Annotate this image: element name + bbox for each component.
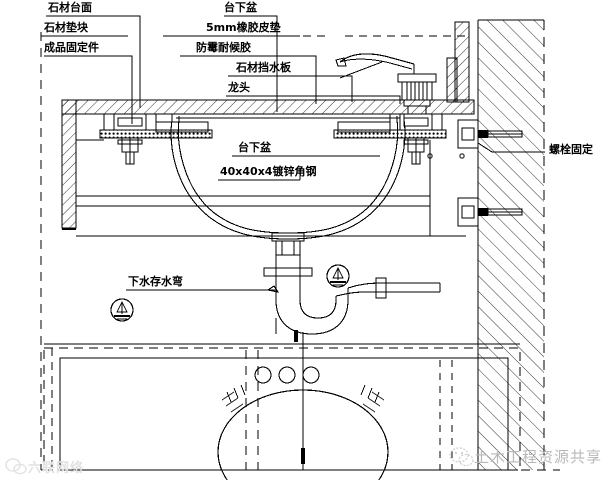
- label-mildew-sealant: 防霉耐候胶: [196, 41, 251, 54]
- corner-watermark-icon: [5, 458, 27, 475]
- stone-countertop-shape: [61, 99, 475, 115]
- wall-assembly: [477, 19, 545, 470]
- left-stone-apron: [61, 99, 77, 230]
- section-marker-drain: [326, 264, 350, 288]
- faucet-assembly: [335, 53, 437, 115]
- label-drain-trap: 下水存水弯: [128, 275, 183, 288]
- label-stone-spacer: 石材垫块: [44, 21, 88, 34]
- share-watermark: 土木工程资源共享: [474, 448, 603, 466]
- stone-splash-guard-shape: [446, 21, 470, 103]
- label-stone-countertop: 石材台面: [48, 1, 92, 14]
- label-angle-steel: 40x40x4镀锌角钢: [220, 165, 317, 178]
- label-undermount-basin-top: 台下盆: [224, 1, 257, 14]
- angle-steel-frame: [76, 139, 466, 237]
- wechat-icon: [449, 447, 474, 467]
- label-stone-splash-guard: 石材挡水板: [236, 61, 291, 74]
- section-marker-symbols: [110, 264, 350, 322]
- label-faucet: 龙头: [228, 81, 250, 94]
- wall-bolt-anchors: [457, 119, 523, 227]
- label-fixing-part: 成品固定件: [44, 41, 99, 54]
- label-bolt-fixing: 螺栓固定: [549, 143, 593, 156]
- plan-view: [43, 332, 521, 480]
- corner-watermark: 六联网络: [28, 461, 85, 476]
- left-bracket-assembly: [99, 113, 213, 165]
- drain-trap-assembly: [263, 255, 441, 342]
- label-undermount-basin-mid: 台下盆: [238, 141, 271, 154]
- label-rubber-pad: 5mm橡胶皮垫: [206, 21, 281, 34]
- undermount-basin-bowl: [170, 114, 406, 256]
- section-marker-left: [110, 298, 134, 322]
